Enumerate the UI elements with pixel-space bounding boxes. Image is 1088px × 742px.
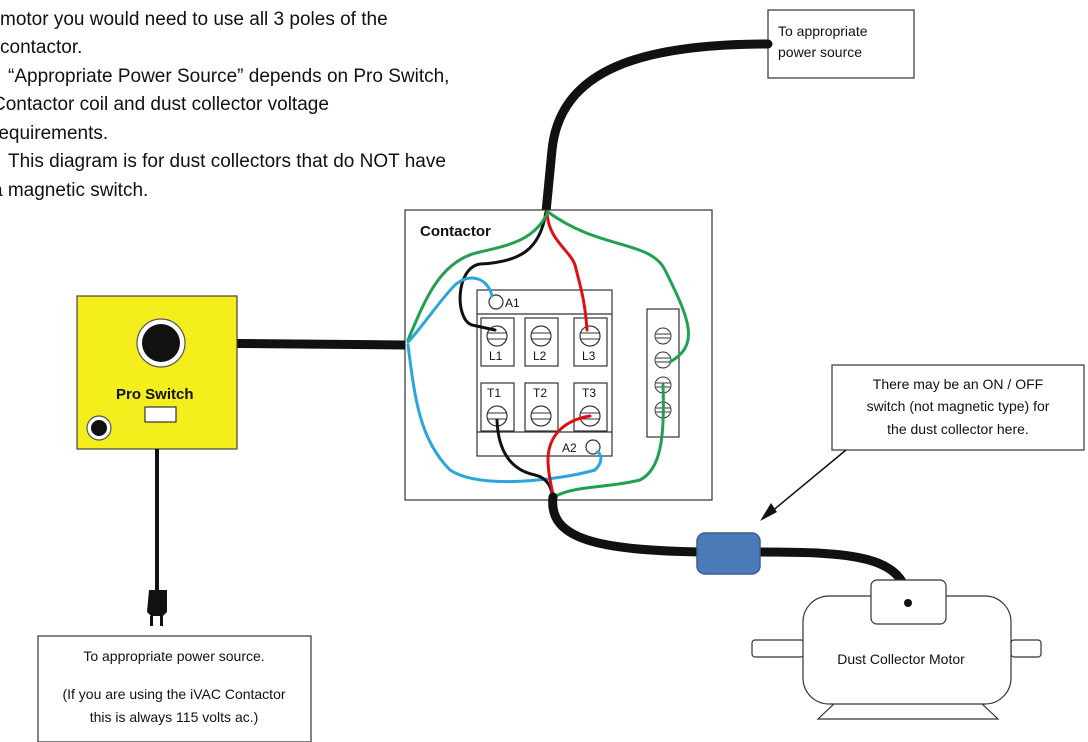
wire-blue-a2	[406, 343, 603, 483]
notes-line-2: contactor.	[0, 37, 82, 58]
inline-onoff-switch[interactable]	[696, 532, 761, 575]
contactor-title: Contactor	[420, 223, 491, 240]
wire-black-supply-l1	[458, 210, 548, 332]
a1-terminal	[488, 294, 504, 310]
a2-terminal	[585, 439, 601, 455]
wire-green-motor	[552, 383, 665, 499]
terminal-block: A1 A2 L1 L2 L3 T1	[476, 289, 613, 457]
supply-cable	[541, 39, 773, 217]
callout-line3: the dust collector here.	[887, 421, 1029, 437]
power-cord	[147, 449, 167, 626]
power-source-top-line2: power source	[778, 44, 862, 60]
motor-right-shaft	[1010, 639, 1042, 658]
l1-label: L1	[489, 349, 503, 363]
a1-label: A1	[505, 296, 520, 310]
power-source-bottom-line2: (If you are using the iVAC Contactor	[62, 686, 285, 702]
terminal-t2: T2	[524, 382, 559, 432]
internal-wiring	[406, 210, 690, 502]
wire-blue-a1	[406, 276, 494, 344]
plug-icon	[147, 590, 167, 616]
notes-line-4: Contactor coil and dust collector voltag…	[0, 94, 329, 115]
terminal-l3: L3	[573, 317, 608, 367]
pro-switch-button[interactable]	[144, 406, 177, 423]
motor-label: Dust Collector Motor	[837, 651, 965, 667]
callout-arrow-line	[764, 449, 847, 518]
terminal-l2: L2	[524, 317, 559, 367]
wire-red-supply-l3	[545, 210, 589, 332]
notes-line-3: “Appropriate Power Source” depends on Pr…	[8, 66, 449, 87]
terminal-l1: L1	[480, 317, 515, 367]
callout-line2: switch (not magnetic type) for	[867, 398, 1050, 414]
wire-green-supply-ground	[546, 210, 690, 364]
motor-left-shaft	[751, 639, 805, 658]
l2-label: L2	[533, 349, 547, 363]
t1-label: T1	[487, 386, 501, 400]
terminal-t3: T3	[573, 382, 608, 432]
wire-red-t3	[546, 414, 592, 502]
dust-collector-motor: Dust Collector Motor	[751, 579, 1042, 720]
notes-block: motor you would need to use all 3 poles …	[0, 9, 449, 201]
callout-arrowhead-icon	[760, 503, 777, 521]
pro-switch-label: Pro Switch	[116, 386, 194, 403]
t2-label: T2	[533, 386, 547, 400]
callout-line1: There may be an ON / OFF	[873, 376, 1043, 392]
notes-line-5: requirements.	[0, 123, 108, 144]
notes-line-6: This diagram is for dust collectors that…	[8, 151, 446, 172]
power-source-bottom-box: To appropriate power source. (If you are…	[37, 635, 312, 742]
notes-line-7: a magnetic switch.	[0, 180, 148, 201]
notes-line-1: motor you would need to use all 3 poles …	[0, 9, 388, 30]
onoff-callout: There may be an ON / OFF switch (not mag…	[760, 364, 1085, 521]
power-source-top-line1: To appropriate	[778, 23, 868, 39]
wire-green-switch	[406, 210, 550, 342]
power-source-bottom-line3: this is always 115 volts ac.)	[90, 709, 259, 725]
power-source-top-box: To appropriate power source	[767, 9, 915, 79]
t3-label: T3	[582, 386, 596, 400]
power-source-bottom-line1: To appropriate power source.	[83, 648, 264, 664]
l3-label: L3	[582, 349, 596, 363]
a2-label: A2	[562, 441, 577, 455]
pro-switch: Pro Switch	[76, 295, 238, 450]
